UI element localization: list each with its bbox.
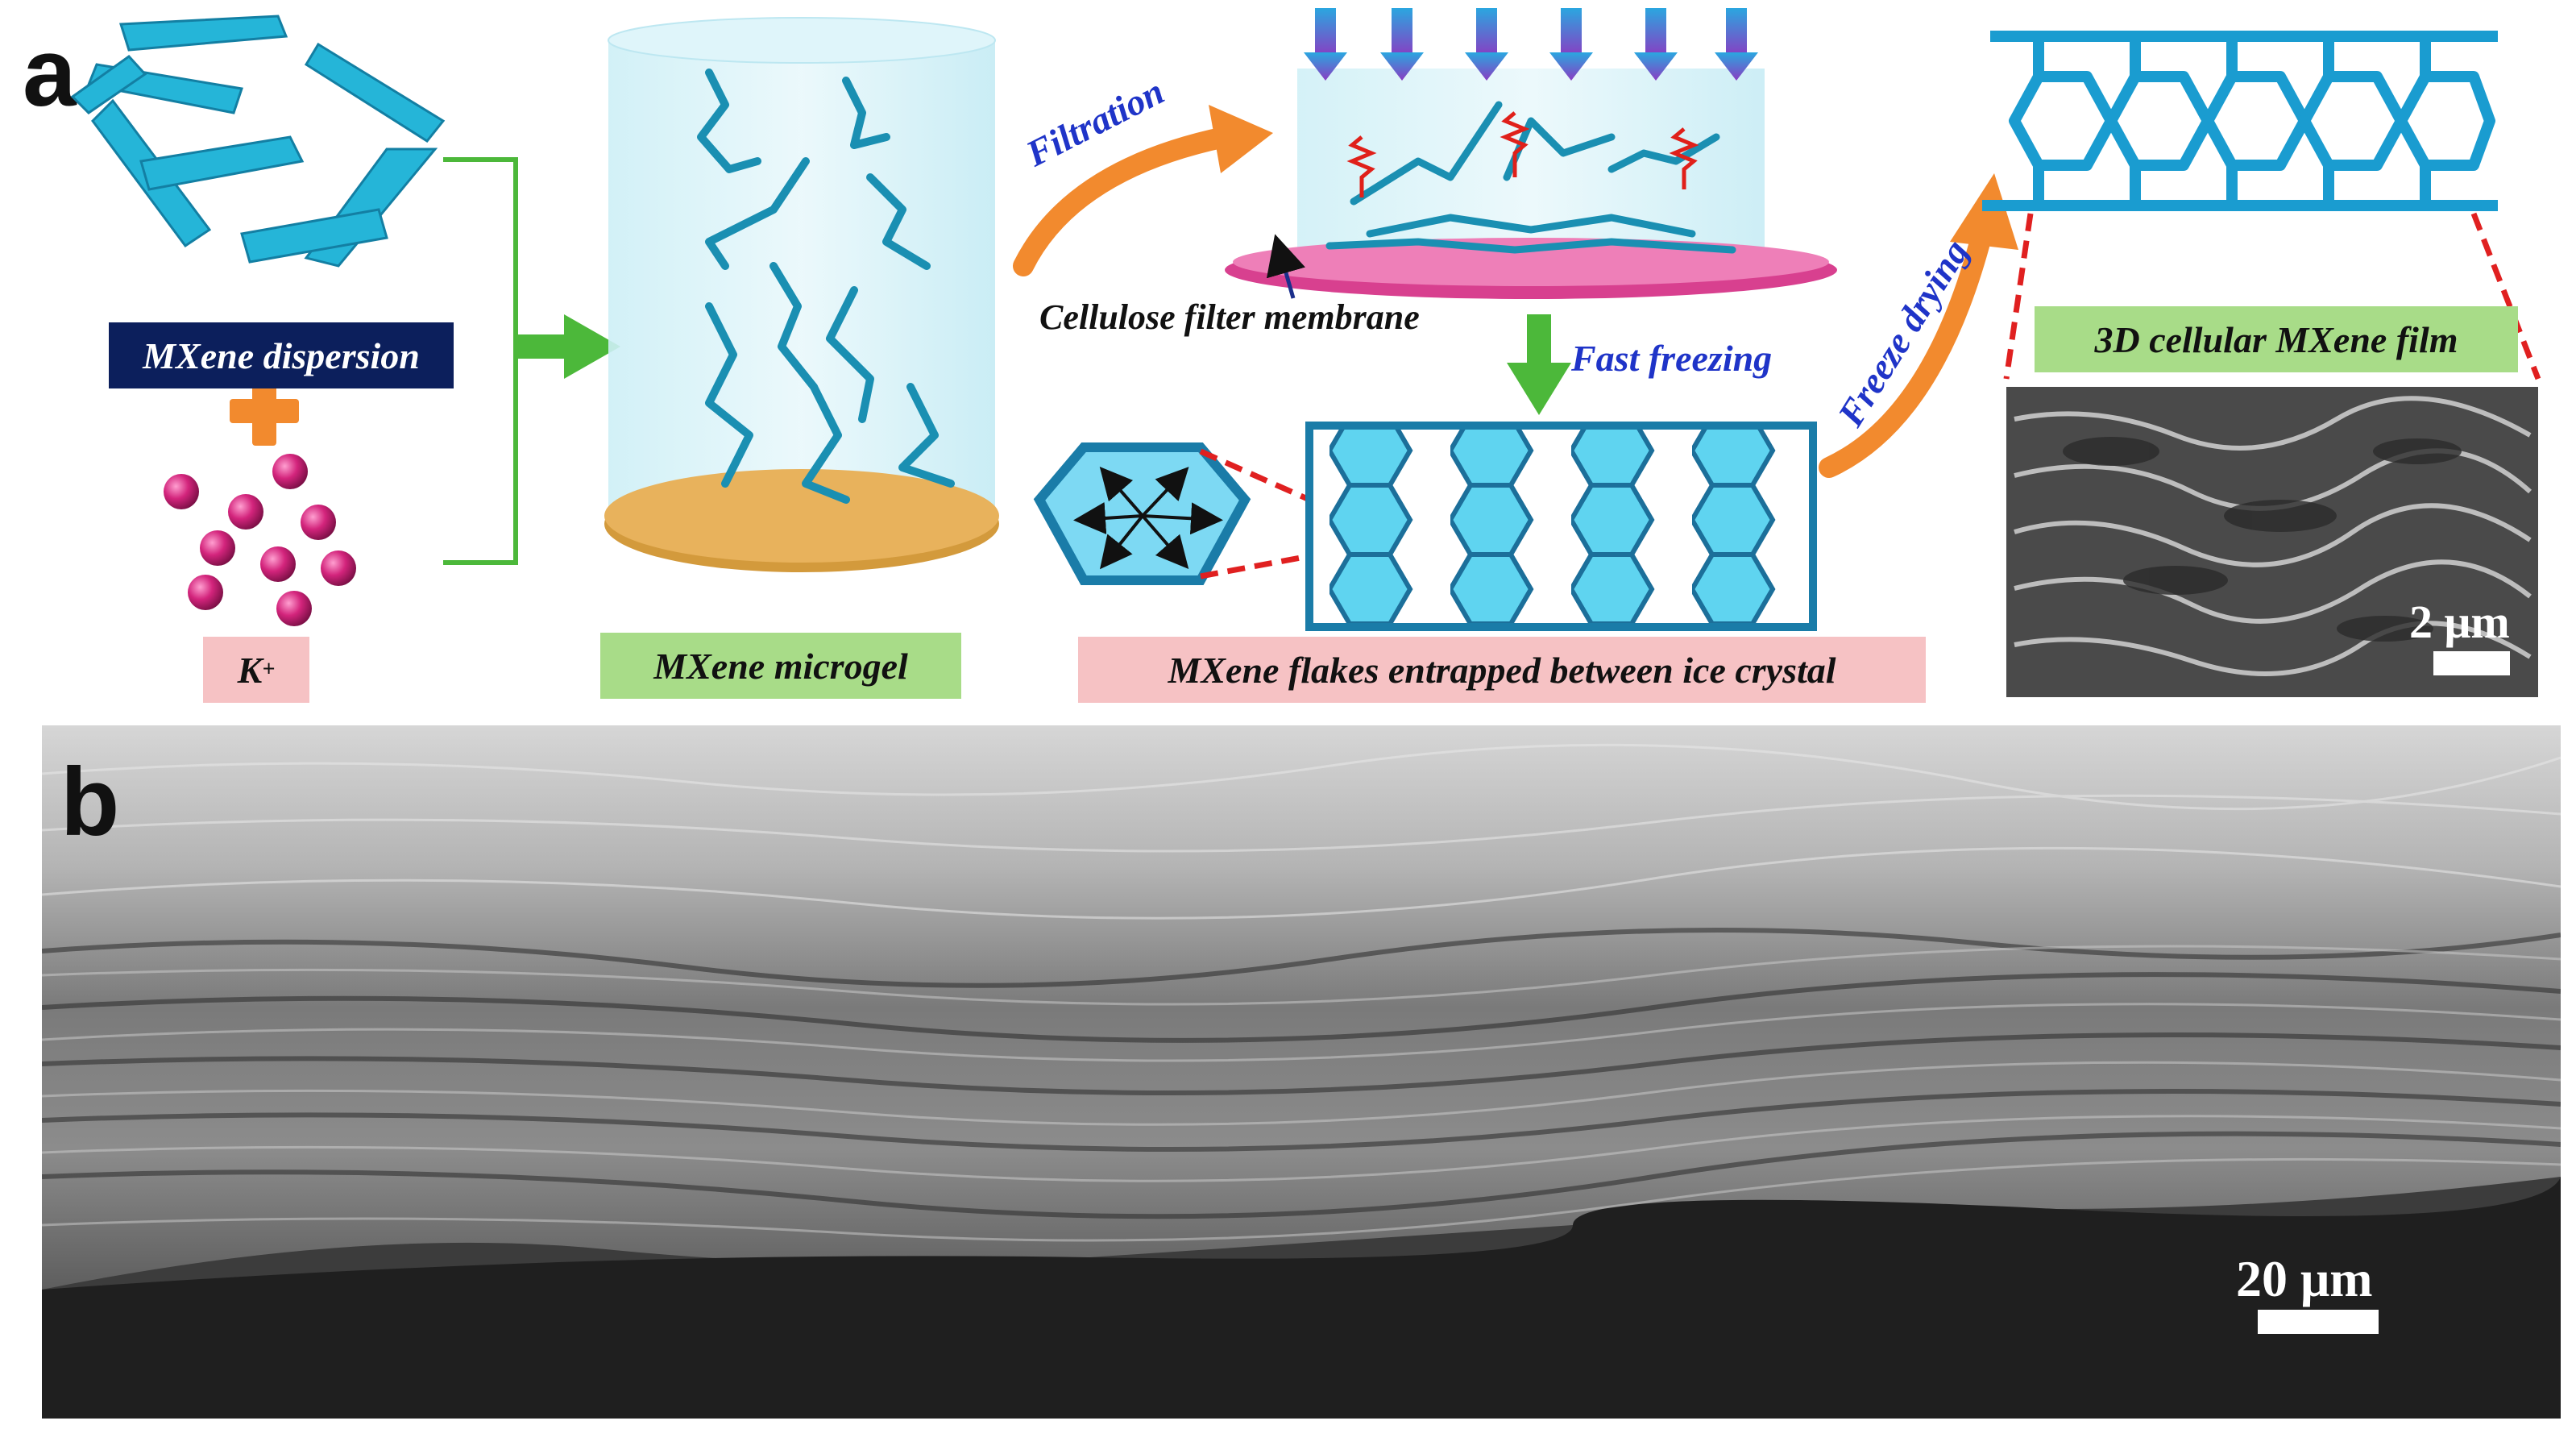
sem-inset-image xyxy=(2006,387,2538,697)
scale-label-small: 2 μm xyxy=(2409,595,2510,649)
potassium-label: K+ xyxy=(203,637,309,703)
filtration-setup xyxy=(1225,69,1837,299)
mxene-flakes-icon xyxy=(73,16,443,266)
fast-freezing-label: Fast freezing xyxy=(1571,337,1772,380)
green-arrow-icon xyxy=(516,314,620,379)
scale-label-large: 20 μm xyxy=(2236,1249,2373,1309)
sem-cross-section-image xyxy=(42,725,2561,1419)
flakes-entrapped-label: MXene flakes entrapped between ice cryst… xyxy=(1078,637,1926,703)
mxene-microgel-label: MXene microgel xyxy=(600,633,961,699)
mxene-dispersion-label: MXene dispersion xyxy=(109,322,454,388)
cellulose-filter-membrane-label: Cellulose filter membrane xyxy=(1039,297,1420,338)
scale-bar-small xyxy=(2433,651,2510,675)
cellular-film-label: 3D cellular MXene film xyxy=(2035,306,2518,372)
filtration-arrowhead-icon xyxy=(1209,105,1273,173)
potassium-ions-icon xyxy=(164,454,356,626)
bracket-connector xyxy=(443,160,516,563)
ice-cell-zoom xyxy=(1039,447,1245,580)
scale-bar-large xyxy=(2258,1310,2379,1334)
potassium-symbol: K xyxy=(238,649,263,692)
microgel-cylinder xyxy=(604,18,999,572)
panel-b-label: b xyxy=(60,754,119,850)
cellular-film-lattice xyxy=(1982,36,2498,206)
potassium-charge: + xyxy=(262,657,275,683)
fast-freezing-arrow xyxy=(1507,314,1571,415)
ice-crystal-lattice xyxy=(1309,426,1813,627)
